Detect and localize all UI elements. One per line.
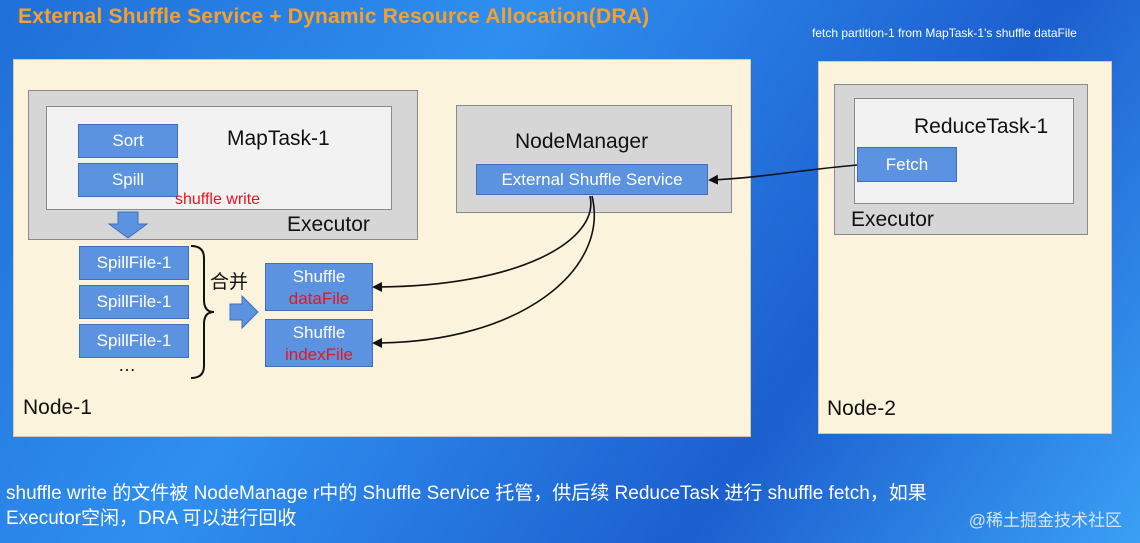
reducetask-label: ReduceTask-1 bbox=[914, 115, 1049, 138]
merge-arrow-icon bbox=[229, 294, 259, 330]
brace-icon bbox=[190, 245, 215, 379]
sort-box: Sort bbox=[78, 124, 178, 158]
ess-to-indexfile-arrow bbox=[372, 195, 595, 348]
description-line-1: shuffle write 的文件被 NodeManage r中的 Shuffl… bbox=[6, 483, 927, 504]
fetch-box: Fetch bbox=[857, 147, 957, 182]
node-2-label: Node-2 bbox=[827, 397, 896, 420]
diagram-title: External Shuffle Service + Dynamic Resou… bbox=[18, 5, 650, 28]
nodemanager-label: NodeManager bbox=[515, 130, 649, 153]
spillfile-ellipsis: … bbox=[118, 355, 136, 375]
spillfile-3: SpillFile-1 bbox=[79, 324, 189, 358]
shuffle-indexfile-line2: indexFile bbox=[284, 345, 354, 364]
spillfile-1: SpillFile-1 bbox=[79, 246, 189, 280]
shuffle-datafile-box: Shuffle dataFile bbox=[265, 263, 373, 311]
fetch-to-ess-arrow bbox=[708, 164, 858, 185]
shuffle-indexfile-box: Shuffle indexFile bbox=[265, 319, 373, 367]
spill-box: Spill bbox=[78, 163, 178, 197]
shuffle-datafile-line1: Shuffle bbox=[292, 267, 346, 286]
maptask-label: MapTask-1 bbox=[227, 127, 330, 150]
shuffle-indexfile-line1: Shuffle bbox=[292, 323, 346, 342]
down-arrow-icon bbox=[107, 211, 149, 239]
watermark: @稀土掘金技术社区 bbox=[968, 511, 1122, 530]
description-text: shuffle write 的文件被 NodeManage r中的 Shuffl… bbox=[6, 481, 1086, 531]
nodemanager-box bbox=[456, 105, 732, 213]
shuffle-datafile-line2: dataFile bbox=[288, 289, 350, 308]
node-1-executor-label: Executor bbox=[287, 213, 370, 236]
description-line-2: Executor空闲，DRA 可以进行回收 bbox=[6, 508, 297, 529]
fetch-note: fetch partition-1 from MapTask-1's shuff… bbox=[812, 26, 1077, 40]
ess-to-datafile-arrow bbox=[372, 195, 592, 292]
shuffle-write-label: shuffle write bbox=[175, 191, 261, 208]
merge-label: 合并 bbox=[210, 272, 249, 293]
spillfile-2: SpillFile-1 bbox=[79, 285, 189, 319]
node-2-executor-label: Executor bbox=[851, 208, 934, 231]
node-1-label: Node-1 bbox=[23, 396, 92, 419]
external-shuffle-service-box: External Shuffle Service bbox=[476, 164, 708, 195]
